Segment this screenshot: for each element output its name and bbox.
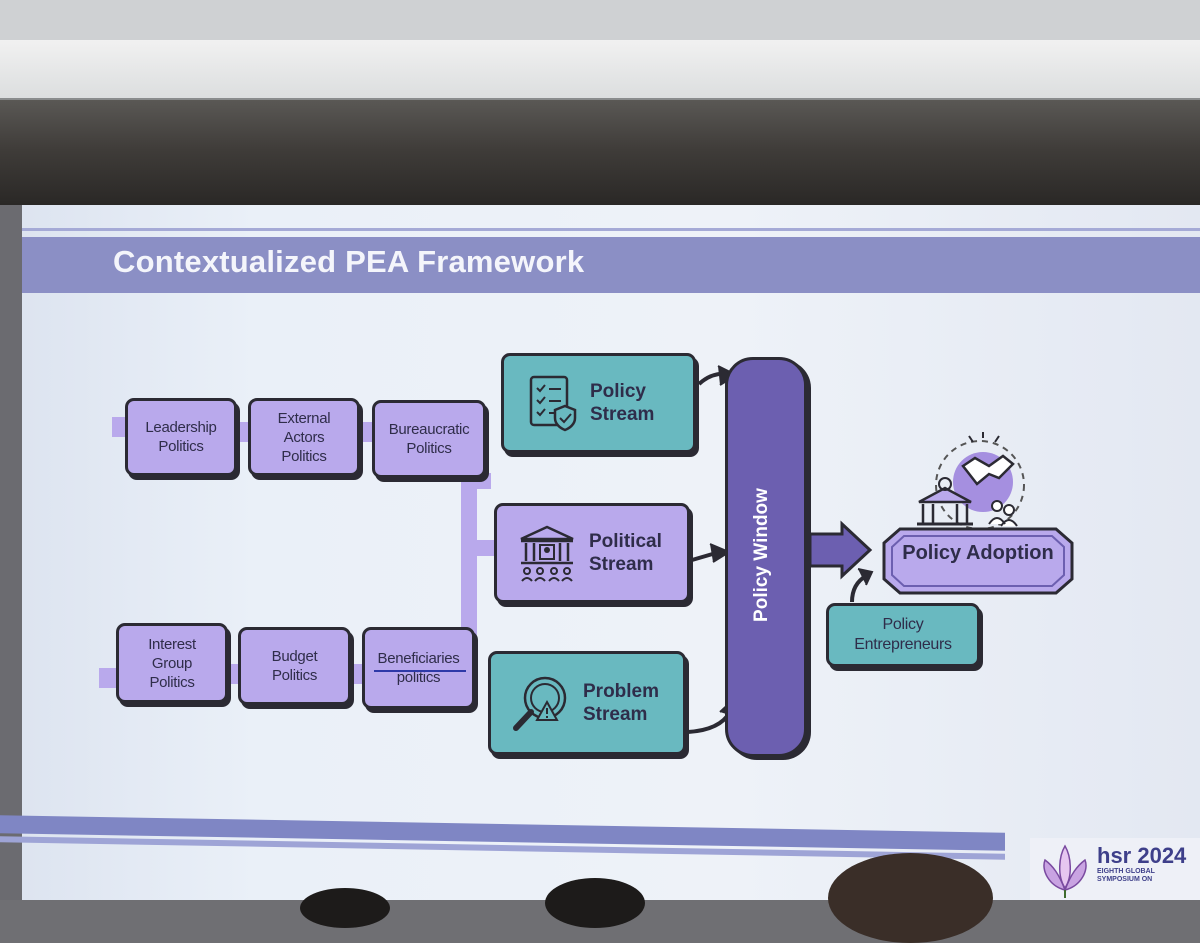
budget-politics-label: Budget Politics xyxy=(271,648,318,684)
policy-stream-box: Policy Stream xyxy=(501,353,696,453)
slide-title: Contextualized PEA Framework xyxy=(113,244,585,279)
bureaucratic-politics-label: Bureaucratic Politics xyxy=(388,421,470,457)
political-stream-label: Political Stream xyxy=(589,531,662,575)
parliament-icon xyxy=(515,521,579,585)
ceiling-light-panel xyxy=(0,40,1200,100)
problem-stream-box: Problem Stream xyxy=(488,651,686,755)
logo-subtitle: EIGHTH GLOBAL SYMPOSIUM ON xyxy=(1097,868,1155,883)
bureaucratic-politics-box: Bureaucratic Politics xyxy=(372,400,486,478)
audience-head xyxy=(300,888,390,928)
connector-bottom-1-2 xyxy=(226,664,240,684)
policy-entrepreneurs-label: Policy Entrepreneurs xyxy=(854,616,952,653)
policy-window-label: Policy Window xyxy=(751,488,772,622)
entrepreneurs-arrow xyxy=(850,568,874,603)
policy-adoption-shape xyxy=(882,527,1074,595)
window-to-adoption-arrow xyxy=(808,520,873,580)
title-bar xyxy=(22,237,1200,293)
connector-top-2-3 xyxy=(357,422,375,442)
problem-stream-label: Problem Stream xyxy=(583,681,660,725)
checklist-shield-icon xyxy=(528,374,578,432)
connector-vertical-trunk xyxy=(461,473,477,658)
logo-wordmark: hsr 2024 xyxy=(1097,843,1187,868)
conference-logo-panel xyxy=(1030,838,1200,900)
policy-entrepreneurs-box: Policy Entrepreneurs xyxy=(826,603,980,667)
political-stream-arrow xyxy=(691,543,732,563)
budget-politics-box: Budget Politics xyxy=(238,627,351,705)
connector-bottom-2-3 xyxy=(351,664,365,684)
stream-arrows xyxy=(687,365,874,734)
beneficiaries-politics-box: Beneficiaries politics xyxy=(362,627,475,709)
left-wall xyxy=(0,205,22,900)
magnolia-flower-icon xyxy=(1043,844,1087,898)
external-actors-politics-label: External Actors Politics xyxy=(277,409,331,465)
connector-top-1-2 xyxy=(235,422,251,442)
connector-bottom-left-stub xyxy=(99,668,119,688)
audience-head xyxy=(545,878,645,928)
external-actors-politics-box: External Actors Politics xyxy=(248,398,360,476)
leadership-politics-label: Leadership Politics xyxy=(145,419,217,455)
title-accent-line xyxy=(22,228,1200,231)
magnifier-warning-icon xyxy=(511,672,569,734)
audience-head xyxy=(828,853,993,943)
connector-top-left-stub xyxy=(112,417,128,437)
leadership-politics-box: Leadership Politics xyxy=(125,398,237,476)
beneficiaries-politics-label: Beneficiaries politics xyxy=(377,650,460,686)
political-stream-box: Political Stream xyxy=(494,503,690,603)
interest-group-politics-box: Interest Group Politics xyxy=(116,623,228,703)
connector-trunk-to-political xyxy=(470,540,498,556)
interest-group-politics-label: Interest Group Politics xyxy=(148,635,196,691)
beneficiaries-underline xyxy=(374,670,466,672)
policy-stream-label: Policy Stream xyxy=(590,381,655,425)
policy-window-bar xyxy=(725,357,807,757)
policy-adoption-label: Policy Adoption xyxy=(902,542,1054,564)
policy-adoption-icon xyxy=(917,432,1025,530)
